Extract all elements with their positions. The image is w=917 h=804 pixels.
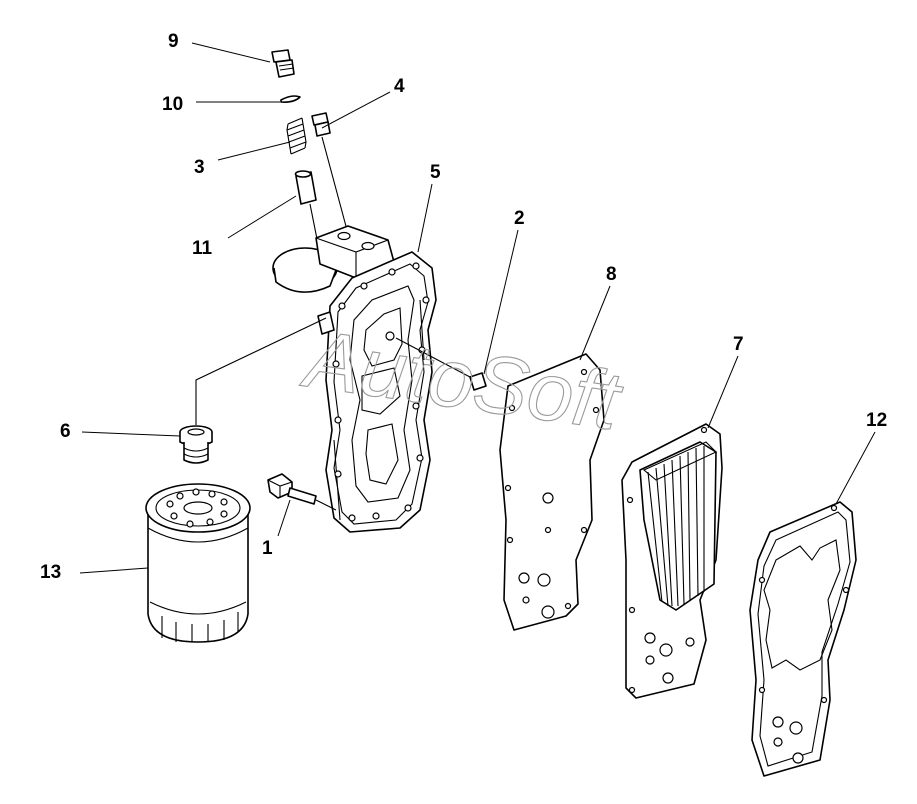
part-2-screw[interactable] bbox=[395, 337, 487, 391]
part-9-plug[interactable] bbox=[271, 49, 295, 78]
leader-lines bbox=[79, 42, 876, 574]
part-6-adapter[interactable] bbox=[179, 317, 327, 464]
part-5-filter-head[interactable] bbox=[272, 225, 437, 533]
part-4-plug[interactable] bbox=[311, 112, 348, 231]
callout-3: 3 bbox=[194, 157, 205, 178]
callout-13: 13 bbox=[40, 562, 61, 583]
callout-12: 12 bbox=[866, 410, 887, 431]
part-3-spring[interactable] bbox=[286, 117, 307, 155]
callout-1: 1 bbox=[262, 538, 273, 559]
callout-11: 11 bbox=[192, 238, 213, 259]
part-12-gasket[interactable] bbox=[749, 501, 857, 777]
callout-4: 4 bbox=[394, 76, 405, 97]
part-1-bolt[interactable] bbox=[267, 473, 337, 511]
part-11-plunger[interactable] bbox=[294, 170, 319, 245]
callout-10: 10 bbox=[162, 94, 183, 115]
part-7-oil-cooler[interactable] bbox=[621, 423, 723, 699]
callout-9: 9 bbox=[168, 31, 179, 52]
callout-6: 6 bbox=[60, 421, 71, 442]
callout-8: 8 bbox=[606, 264, 617, 285]
callout-2: 2 bbox=[514, 208, 525, 229]
part-8-gasket[interactable] bbox=[499, 353, 605, 631]
callout-5: 5 bbox=[430, 162, 441, 183]
part-10-ball[interactable] bbox=[280, 95, 301, 103]
part-13-filter-cartridge[interactable] bbox=[145, 483, 251, 643]
callout-7: 7 bbox=[733, 334, 744, 355]
